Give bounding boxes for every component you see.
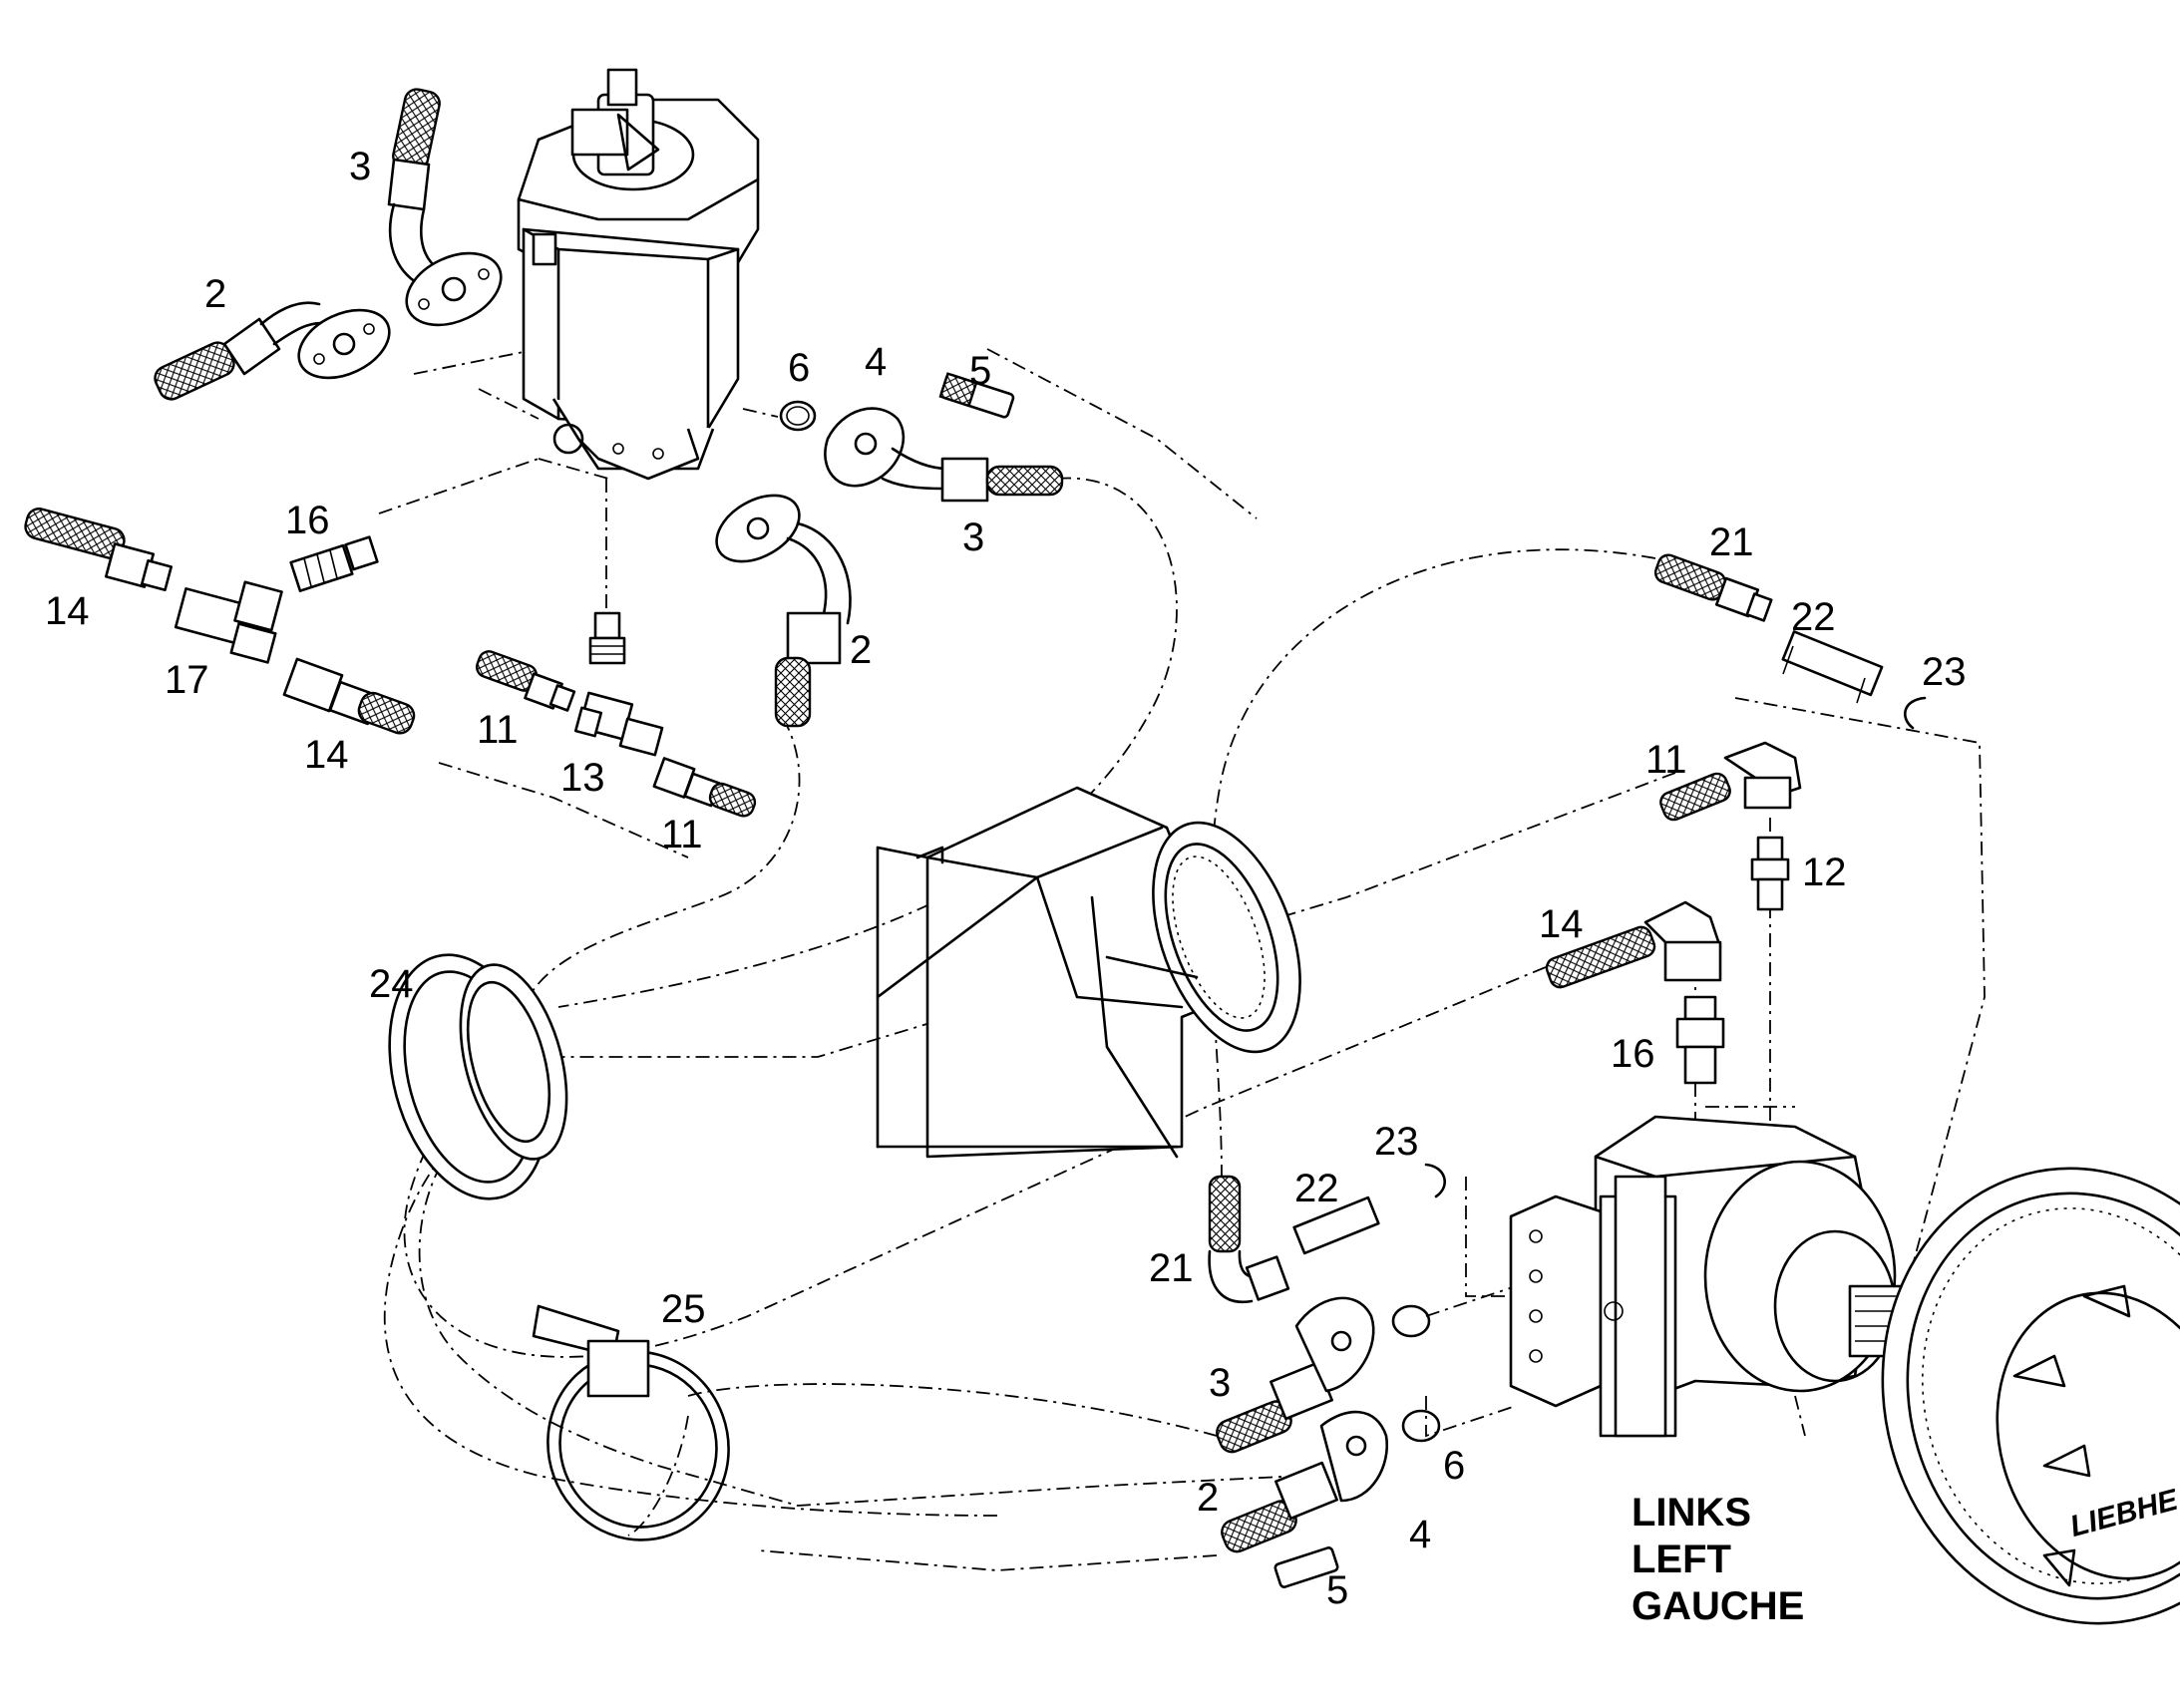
hose-21-lower [1208, 1175, 1290, 1304]
side-label-left: LEFT [1632, 1537, 1731, 1581]
callout-22: 22 [1791, 595, 1836, 639]
callout-5: 5 [1326, 1568, 1348, 1612]
hydraulic-pump [517, 68, 760, 481]
callout-6: 6 [788, 346, 810, 390]
callout-14: 14 [1539, 902, 1584, 946]
fitting-22-upper-right [1781, 630, 1884, 704]
fitting-12-right [1750, 836, 1790, 911]
callout-labels: 2 3 6 4 5 3 16 14 17 14 2 11 13 11 21 22… [45, 145, 1967, 1612]
callout-4: 4 [865, 340, 887, 384]
callout-6: 6 [1443, 1444, 1465, 1488]
callout-13: 13 [560, 756, 605, 800]
pipe-2-center [715, 494, 852, 728]
hose-11-right [1659, 741, 1802, 822]
o-ring-6-top [779, 400, 817, 432]
side-label-gauche: GAUCHE [1632, 1584, 1804, 1628]
side-label: LINKS LEFT GAUCHE [1632, 1491, 1804, 1628]
pipe-3-center [940, 457, 1064, 503]
fitting-22-lower [1292, 1196, 1380, 1255]
callout-23: 23 [1374, 1120, 1419, 1164]
callout-5: 5 [969, 349, 991, 393]
axle-housing [876, 786, 1301, 1159]
callout-22: 22 [1294, 1167, 1339, 1210]
hose-21-upper-right [1653, 553, 1773, 622]
side-label-links: LINKS [1632, 1491, 1751, 1535]
ring-24 [388, 953, 568, 1200]
callout-11: 11 [661, 813, 703, 856]
callout-14: 14 [304, 733, 349, 777]
ring-23-lower [1424, 1163, 1446, 1198]
bolt-5-lower [1273, 1546, 1339, 1588]
callout-23: 23 [1922, 650, 1967, 694]
fitting-13-center [573, 611, 664, 757]
callout-2: 2 [1197, 1476, 1219, 1520]
ring-23-upper-right [1903, 696, 1927, 730]
callout-14: 14 [45, 589, 90, 633]
callout-11: 11 [1645, 738, 1687, 782]
callout-3: 3 [349, 145, 371, 188]
o-ring-6-lower [1401, 1409, 1441, 1443]
hose-14-upper-left [24, 508, 173, 591]
callout-12: 12 [1802, 851, 1847, 894]
callout-3: 3 [1209, 1361, 1231, 1405]
pipe-assembly-2-top-left [154, 301, 391, 401]
hose-11-center-lower [652, 757, 757, 818]
hose-clamp-25 [532, 1304, 730, 1541]
callout-24: 24 [369, 962, 414, 1006]
pipe-assembly-3-top-left [387, 88, 503, 327]
pipe-2-lower [1221, 1410, 1389, 1553]
hose-14-lower-left [282, 657, 416, 735]
pipe-3-lower [1216, 1296, 1375, 1454]
o-ring-6-lower-upper [1391, 1304, 1431, 1338]
callout-2: 2 [204, 272, 226, 316]
callout-21: 21 [1149, 1246, 1194, 1290]
final-drive-gearbox: LIEBHE [1881, 1167, 2180, 1625]
tee-17 [174, 580, 283, 664]
hose-14-right [1545, 900, 1722, 989]
fitting-16-right [1675, 995, 1725, 1085]
drive-motor [1509, 1115, 1907, 1438]
callout-11: 11 [477, 708, 519, 752]
callout-16: 16 [1611, 1032, 1655, 1076]
callout-16: 16 [285, 499, 330, 542]
fitting-16-left [289, 535, 379, 592]
callout-21: 21 [1709, 520, 1754, 564]
callout-4: 4 [1409, 1513, 1431, 1556]
flange-4-top [824, 407, 949, 491]
bolt-5-top [938, 372, 1015, 419]
callout-2: 2 [850, 628, 872, 672]
callout-17: 17 [165, 658, 209, 702]
callout-25: 25 [661, 1287, 706, 1331]
hose-11-center-upper [475, 650, 576, 712]
callout-3: 3 [962, 515, 984, 559]
